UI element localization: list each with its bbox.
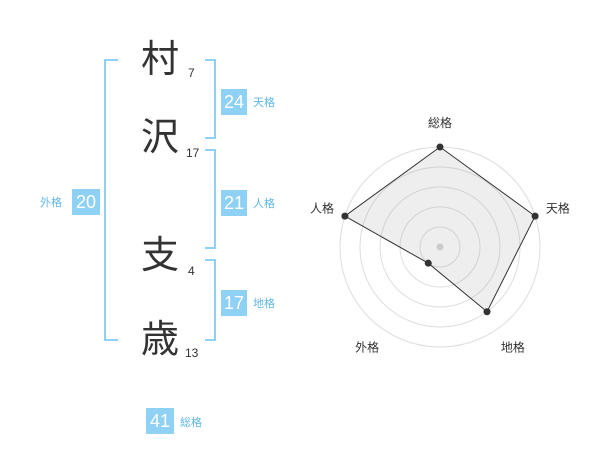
- radar-point-2: [531, 212, 539, 220]
- soukaku-badge: 41: [146, 408, 174, 434]
- tenkaku-badge: 24: [221, 89, 247, 115]
- stroke-count-1: 7: [188, 66, 195, 80]
- radar-point-1: [436, 143, 444, 151]
- radar-center: [436, 243, 444, 251]
- name-char-4: 歳: [141, 317, 180, 361]
- stroke-count-3: 4: [188, 264, 195, 278]
- chikaku-badge: 17: [221, 290, 247, 316]
- jinkaku-label: 人格: [253, 197, 275, 210]
- name-char-1: 村: [141, 37, 180, 81]
- name-char-2: 沢: [141, 115, 180, 159]
- radar-axis-label-1: 総格: [428, 115, 452, 130]
- radar-ring-3: [379, 186, 501, 308]
- gaikaku-badge: 20: [72, 189, 100, 215]
- radar-point-3: [483, 308, 491, 316]
- radar-ring-1: [419, 226, 461, 268]
- radar-axis-label-2: 天格: [546, 201, 570, 216]
- radar-point-4: [424, 259, 432, 267]
- jinkaku-bracket: [205, 149, 216, 249]
- stroke-count-2: 17: [186, 146, 200, 160]
- soukaku-label: 総格: [180, 416, 202, 429]
- radar-axis-label-5: 人格: [310, 201, 334, 216]
- stroke-count-4: 13: [185, 346, 199, 360]
- tenkaku-bracket: [205, 59, 216, 139]
- tenkaku-label: 天格: [253, 96, 275, 109]
- radar-area: [343, 146, 536, 313]
- gaikaku-label: 外格: [40, 196, 62, 209]
- jinkaku-badge: 21: [221, 190, 247, 216]
- radar-point-5: [341, 212, 349, 220]
- name-char-3: 支: [141, 233, 180, 277]
- gaikaku-bracket: [104, 59, 118, 341]
- chikaku-bracket: [205, 259, 216, 341]
- radar-axis-label-4: 外格: [355, 339, 379, 354]
- chikaku-label: 地格: [253, 297, 275, 310]
- radar-axis-label-3: 地格: [501, 339, 525, 354]
